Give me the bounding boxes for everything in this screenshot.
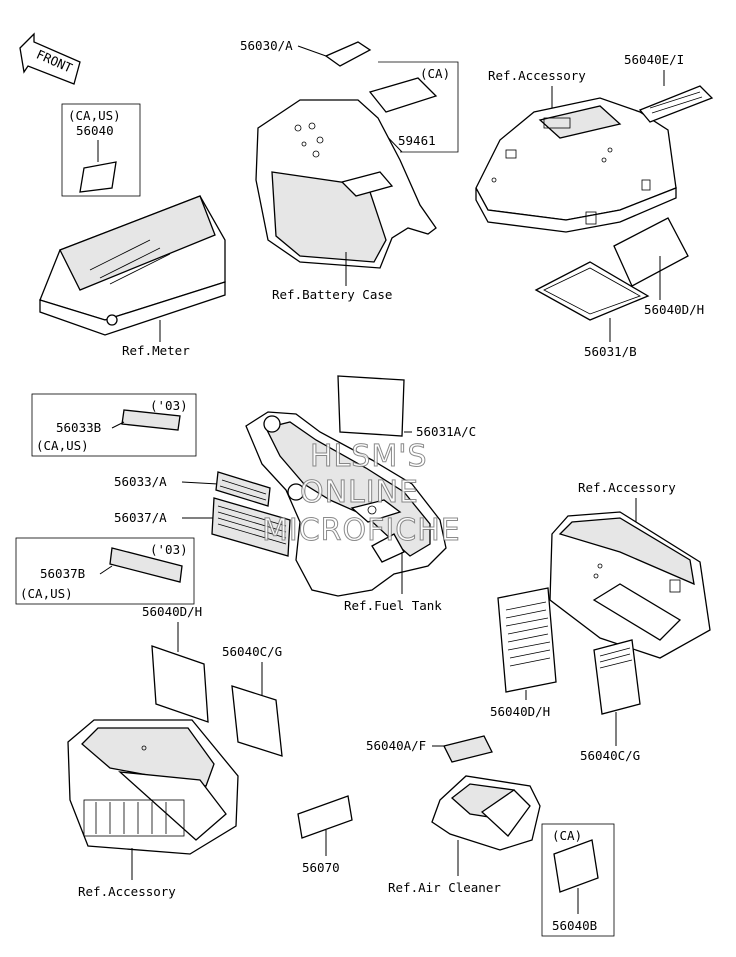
callout-56040: (CA,US) 56040 [61,103,141,197]
label-56070: 56070 [302,860,340,875]
callout-56040ei: 56040E/I [624,52,714,123]
accessory-bottom-part: Ref.Accessory [67,719,239,899]
label-59461: 59461 [398,133,436,148]
label-56037b-note: (CA,US) [20,586,73,601]
callout-56031b: 56031/B [534,261,650,359]
meter-part: Ref.Meter [39,195,226,358]
callout-59461: (CA) 59461 [351,61,459,153]
callout-56040cg-right: 56040C/G [580,639,641,763]
callout-56040cg-left: 56040C/G [222,644,283,757]
label-56037b: 56037B [40,566,85,581]
callout-56030a: 56030/A [240,38,372,67]
callout-56040dh-right: 56040D/H [613,217,704,317]
label-59461-note: (CA) [420,66,450,81]
label-56037a: 56037/A [114,510,167,525]
fuel-tank-part: 56031A/C Ref.Fuel Tank [245,375,476,613]
ref-air-cleaner-label: Ref.Air Cleaner [388,880,501,895]
label-56031ac: 56031A/C [416,424,476,439]
label-56040dh-left: 56040D/H [142,604,202,619]
watermark: HLSM'S ONLINE MICROFICHE [262,439,461,549]
label-56040cg-right: 56040C/G [580,748,640,763]
callout-56040af: 56040A/F [366,735,493,763]
label-56033b-note: (CA,US) [36,438,89,453]
label-56040: 56040 [76,123,114,138]
callout-56040b: (CA) 56040B [541,823,615,937]
ref-fuel-tank-label: Ref.Fuel Tank [344,598,442,613]
label-56040b-note: (CA) [552,828,582,843]
label-56040cg-left: 56040C/G [222,644,282,659]
ref-meter-label: Ref.Meter [122,343,190,358]
label-56040dh-right: 56040D/H [644,302,704,317]
label-56040-note: (CA,US) [68,108,121,123]
label-56030a: 56030/A [240,38,293,53]
callout-56037b: ('03) 56037B (CA,US) [15,537,195,605]
label-56037b-year: ('03) [150,542,188,557]
label-56033b-year: ('03) [150,398,188,413]
ref-accessory-right-label: Ref.Accessory [578,480,676,495]
callout-56070: 56070 [297,795,353,875]
label-56040af: 56040A/F [366,738,426,753]
accessory-right-part: Ref.Accessory [549,480,711,659]
accessory-top-part: Ref.Accessory [475,68,677,233]
battery-case-part: Ref.Battery Case [255,99,437,302]
label-56040b: 56040B [552,918,597,933]
callout-56040dh-left: 56040D/H [142,604,209,723]
front-arrow-icon: FRONT [19,32,81,85]
callout-56037a: 56037/A [114,497,291,557]
label-56031b: 56031/B [584,344,637,359]
label-56040ei: 56040E/I [624,52,684,67]
ref-accessory-bottom-label: Ref.Accessory [78,884,176,899]
callout-56033a: 56033/A [114,471,271,507]
label-56040dh-mid: 56040D/H [490,704,550,719]
ref-accessory-top-label: Ref.Accessory [488,68,586,83]
watermark-line2: ONLINE [300,475,419,510]
watermark-line3: MICROFICHE [262,513,461,548]
ref-battery-case-label: Ref.Battery Case [272,287,392,302]
label-56033b: 56033B [56,420,101,435]
callout-56040dh-mid: 56040D/H [490,587,557,719]
label-56033a: 56033/A [114,474,167,489]
air-cleaner-part: Ref.Air Cleaner [388,775,541,895]
watermark-line1: HLSM'S [310,439,428,474]
callout-56033b: ('03) 56033B (CA,US) [31,393,197,457]
